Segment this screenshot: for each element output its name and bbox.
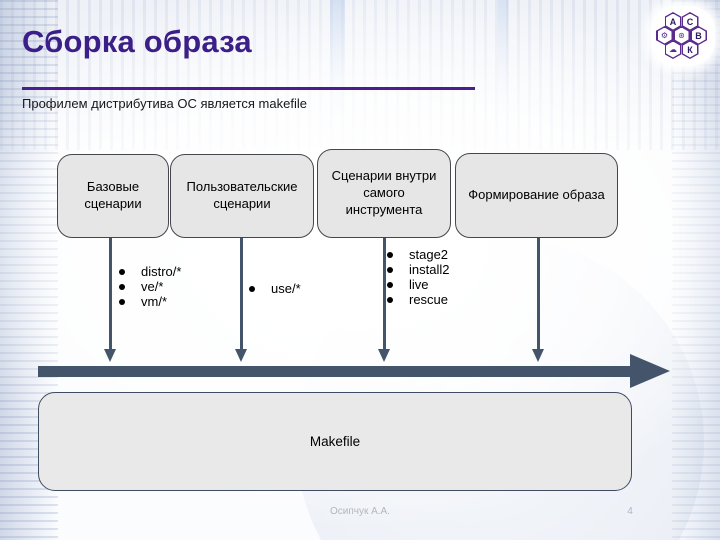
list-item: distro/* bbox=[119, 264, 181, 279]
bullet-dot bbox=[387, 296, 393, 303]
down-arrow-3 bbox=[383, 238, 386, 350]
background-light-strip bbox=[498, 0, 508, 120]
bullet-dot bbox=[387, 251, 393, 258]
down-arrow-4 bbox=[537, 238, 540, 350]
bullet-dot bbox=[387, 281, 393, 288]
background-globe bbox=[296, 238, 704, 540]
list-basic-scenarios: distro/* ve/* vm/* bbox=[119, 264, 181, 309]
bullet-dot bbox=[119, 283, 125, 290]
background-server-racks-right bbox=[672, 0, 720, 540]
footer-author: Осипчук А.А. bbox=[329, 506, 391, 517]
list-item: install2 bbox=[387, 262, 449, 277]
list-user-scenarios: use/* bbox=[249, 281, 301, 296]
timeline-arrow-head bbox=[630, 354, 670, 388]
bullet-dot bbox=[119, 268, 125, 275]
list-item: live bbox=[387, 277, 449, 292]
title-underline bbox=[22, 87, 475, 90]
slide-subtitle: Профилем дистрибутива ОС является makefi… bbox=[22, 96, 307, 111]
page-number: 4 bbox=[627, 506, 633, 517]
cloud-icon: ☁ bbox=[664, 40, 682, 59]
box-image-forming: Формирование образа bbox=[455, 153, 618, 238]
bullet-dot bbox=[387, 266, 393, 273]
slide-title: Сборка образа bbox=[22, 24, 252, 59]
timeline-arrow-shaft bbox=[38, 366, 632, 377]
list-internal-scenarios: stage2 install2 live rescue bbox=[387, 247, 449, 307]
down-arrow-3-head bbox=[378, 349, 390, 362]
background-server-racks-top bbox=[0, 0, 720, 150]
list-item: use/* bbox=[249, 281, 301, 296]
company-logo: А С ⚙ ⊛ В ☁ К bbox=[651, 6, 715, 66]
box-user-scenarios: Пользовательские сценарии bbox=[170, 154, 314, 238]
box-basic-scenarios: Базовые сценарии bbox=[57, 154, 169, 238]
down-arrow-2-head bbox=[235, 349, 247, 362]
down-arrow-4-head bbox=[532, 349, 544, 362]
list-item: rescue bbox=[387, 292, 449, 307]
background-light-strip bbox=[330, 0, 345, 135]
box-internal-tool-scenarios: Сценарии внутри самого инструмента bbox=[317, 149, 451, 238]
bullet-dot bbox=[249, 285, 255, 292]
down-arrow-2 bbox=[240, 238, 243, 350]
list-item: ve/* bbox=[119, 279, 181, 294]
down-arrow-1-head bbox=[104, 349, 116, 362]
down-arrow-1 bbox=[109, 238, 112, 350]
list-item: stage2 bbox=[387, 247, 449, 262]
makefile-box: Makefile bbox=[38, 392, 632, 491]
logo-hex-letter-k: К bbox=[681, 40, 699, 59]
list-item: vm/* bbox=[119, 294, 181, 309]
bullet-dot bbox=[119, 298, 125, 305]
